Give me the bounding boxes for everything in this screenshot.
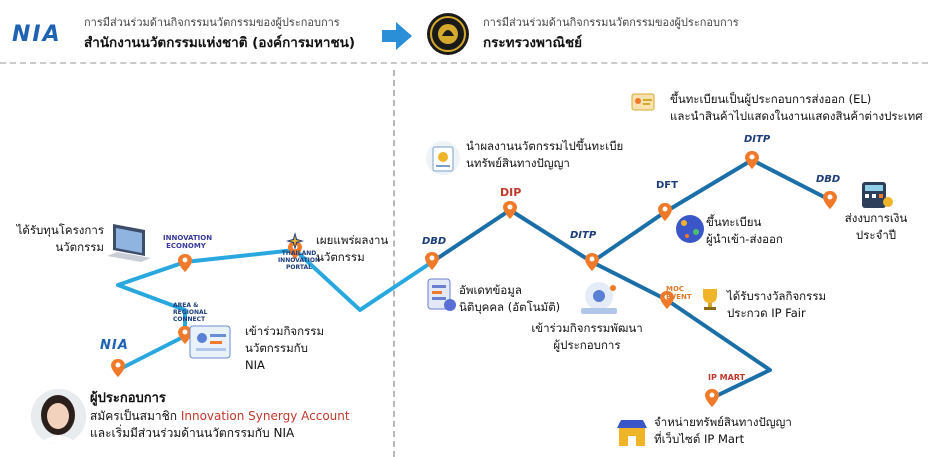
- label-line: ประกวด IP Fair: [727, 306, 806, 320]
- entrepreneur-avatar: [31, 389, 86, 444]
- globe-icon: [676, 215, 704, 243]
- update-info-label: อัพเดทข้อมูล นิติบุคคล (อัตโนมัติ): [459, 282, 560, 316]
- ip-register-label: นำผลงานนวัตกรรมไปขึ้นทะเบีย นทรัพย์สินทา…: [466, 138, 623, 172]
- label-line: นวัตกรรม: [316, 250, 365, 264]
- pin-icon: [823, 191, 837, 209]
- label-line: อัพเดทข้อมูล: [459, 283, 522, 297]
- pin-icon: [660, 291, 674, 309]
- pin-icon: [425, 252, 439, 270]
- financial-label: ส่งงบการเงิน ประจำปี: [832, 210, 920, 244]
- pin-icon: [178, 254, 192, 272]
- pin-icon: [585, 253, 599, 271]
- label-line: ขึ้นทะเบียนเป็นผู้ประกอบการส่งออก (EL): [670, 92, 872, 106]
- label-line: ได้รับทุนโครงการ: [16, 223, 104, 237]
- thailand-star-icon: [286, 232, 304, 250]
- moc-event-logo: MOC EVENT: [666, 285, 692, 301]
- line1-prefix: สมัครเป็นสมาชิก: [90, 409, 181, 423]
- label-line: นวัตกรรมกับ: [245, 341, 308, 355]
- publish-label: เผยแพร่ผลงาน นวัตกรรม: [316, 232, 388, 266]
- label-line: นิติบุคคล (อัตโนมัติ): [459, 300, 561, 314]
- label-line: เข้าร่วมกิจกรรมพัฒนา: [531, 321, 643, 335]
- shop-icon: [617, 420, 647, 446]
- arrow-right-icon: [382, 22, 412, 50]
- label-line: เผยแพร่ผลงาน: [316, 233, 389, 247]
- document-id-icon: [631, 93, 655, 111]
- trophy-icon: [703, 289, 717, 310]
- label-line: ที่เว็บไซต์ IP Mart: [654, 432, 745, 446]
- left-caption: การมีส่วนร่วมด้านกิจกรรมนวัตกรรมของผู้ปร…: [84, 16, 340, 29]
- label-line: ส่งงบการเงิน: [844, 211, 908, 225]
- pin-icon: [111, 359, 125, 377]
- importer-label: ขึ้นทะเบียน ผู้นำเข้า-ส่งออก: [706, 214, 783, 248]
- label-line: จำหน่ายทรัพย์สินทางปัญญา: [654, 415, 792, 429]
- label-line: และนำสินค้าไปแสดงในงานแสดงสินค้าต่างประเ…: [670, 109, 923, 123]
- area-regional-logo: AREA & REGIONAL CONNECT: [173, 302, 208, 323]
- person-icon: [31, 389, 86, 444]
- label-line: ผู้นำเข้า-ส่งออก: [706, 232, 783, 246]
- label-line: ผู้ประกอบการ: [553, 338, 621, 352]
- pin-icon: [705, 389, 719, 407]
- moc-seal-icon: [427, 13, 469, 55]
- development-icon: [581, 282, 617, 314]
- nia-logo: NIA: [12, 22, 62, 47]
- entrepreneur-block: ผู้ประกอบการ สมัครเป็นสมาชิก Innovation …: [90, 390, 350, 442]
- innovation-synergy-account: Innovation Synergy Account: [180, 409, 350, 423]
- label-line: NIA: [245, 358, 265, 372]
- innovation-economy-logo: INNOVATION ECONOMY: [163, 234, 213, 250]
- header-divider: [0, 62, 928, 64]
- export-el-label: ขึ้นทะเบียนเป็นผู้ประกอบการส่งออก (EL) แ…: [670, 91, 923, 125]
- dev-activity-label: เข้าร่วมกิจกรรมพัฒนา ผู้ประกอบการ: [527, 320, 647, 354]
- label-line: นวัตกรรม: [55, 240, 104, 254]
- pin-icon: [503, 201, 517, 219]
- right-caption: การมีส่วนร่วมด้านกิจกรรมนวัตกรรมของผู้ปร…: [483, 16, 739, 29]
- label-line: ได้รับรางวัลกิจกรรม: [727, 289, 827, 303]
- thailand-portal-logo: THAILAND INNOVATION PORTAL: [277, 250, 321, 271]
- certificate-icon: [426, 141, 460, 175]
- ditp-logo: DITP: [570, 230, 597, 241]
- ip-fair-label: ได้รับรางวัลกิจกรรม ประกวด IP Fair: [727, 288, 826, 322]
- right-title: กระทรวงพาณิชย์: [483, 35, 583, 51]
- ip-mart-label: จำหน่ายทรัพย์สินทางปัญญา ที่เว็บไซต์ IP …: [654, 414, 792, 448]
- label-line: ขึ้นทะเบียน: [706, 215, 762, 229]
- label-line: นำผลงานนวัตกรรมไปขึ้นทะเบีย: [466, 139, 624, 153]
- label-line: เข้าร่วมกิจกรรม: [245, 324, 325, 338]
- laptop-icon: [107, 224, 151, 262]
- funding-label: ได้รับทุนโครงการ นวัตกรรม: [2, 222, 104, 256]
- dft-logo: DFT: [656, 180, 678, 191]
- entrepreneur-line2: และเริ่มมีส่วนร่วมด้านนวัตกรรมกับ NIA: [90, 426, 295, 440]
- update-data-icon: [427, 278, 456, 311]
- dip-logo: DIP: [500, 186, 522, 199]
- nia-small-logo: NIA: [100, 338, 129, 353]
- activity-illustration-icon: [189, 325, 231, 359]
- label-line: ประจำปี: [855, 228, 897, 242]
- pin-icon: [745, 151, 759, 169]
- pin-icon: [658, 203, 672, 221]
- ditp-logo-2: DITP: [744, 134, 771, 145]
- calculator-icon: [862, 182, 893, 208]
- nia-activity-label: เข้าร่วมกิจกรรม นวัตกรรมกับ NIA: [245, 323, 324, 374]
- header: NIA การมีส่วนร่วมด้านกิจกรรมนวัตกรรมของผ…: [0, 0, 928, 62]
- entrepreneur-line1: สมัครเป็นสมาชิก Innovation Synergy Accou…: [90, 408, 350, 425]
- dbd-logo: DBD: [422, 236, 447, 247]
- label-line: นทรัพย์สินทางปัญญา: [466, 156, 570, 170]
- entrepreneur-title: ผู้ประกอบการ: [90, 391, 166, 406]
- dbd-logo-2: DBD: [816, 174, 841, 185]
- pin-icon: [178, 326, 192, 344]
- left-title: สำนักงานนวัตกรรมแห่งชาติ (องค์การมหาชน): [84, 35, 356, 51]
- section-divider: [393, 70, 395, 457]
- ipmart-logo: IP MART: [708, 373, 746, 382]
